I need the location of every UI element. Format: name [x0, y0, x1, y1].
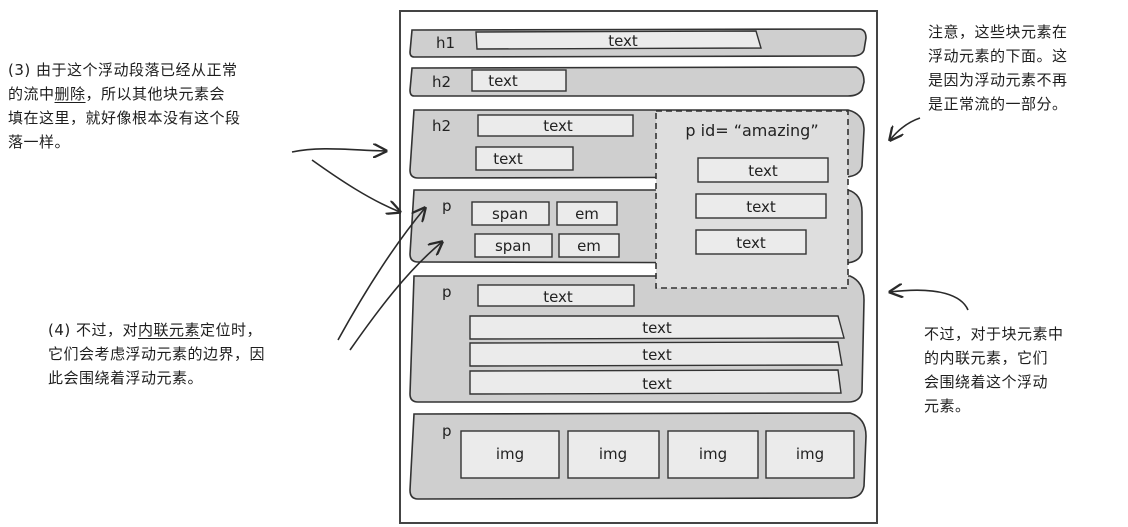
span-box-1: span	[492, 205, 528, 223]
h2-text-box-2a: text	[543, 117, 573, 135]
arrow-left-top-2	[311, 159, 400, 212]
annotation-left-bottom-line-1: (4) 不过，对内联元素定位时，	[48, 318, 265, 342]
img-box-1: img	[496, 445, 524, 463]
p2-text-line-3: text	[642, 375, 672, 393]
annotation-right-bottom-line-4: 元素。	[924, 397, 971, 415]
annotation-left-top-line-3: 填在这里，就好像根本没有这个段	[8, 109, 241, 127]
annotation-right-top: 注意，这些块元素在 浮动元素的下面。这 是因为浮动元素不再 是正常流的一部分。	[928, 20, 1068, 116]
annotation-left-bottom-line-1-post: 定位时，	[200, 321, 263, 339]
h1-block: h1 text	[409, 28, 867, 58]
h2-tag-1: h2	[432, 73, 451, 91]
img-box-3: img	[699, 445, 727, 463]
annotation-right-top-line-3: 是因为浮动元素不再	[928, 71, 1068, 89]
p2-text-line-2: text	[642, 346, 672, 364]
p-block-3: p img img img img	[409, 412, 867, 500]
p2-text-box: text	[543, 288, 573, 306]
h2-text-box-2b: text	[493, 150, 523, 168]
floated-paragraph: p id= “amazing” text text text	[655, 110, 849, 289]
img-box-2: img	[599, 445, 627, 463]
annotation-left-top-line-2-pre: 的流中	[8, 85, 55, 103]
em-box-2: em	[577, 237, 601, 255]
annotation-right-top-line-1: 注意，这些块元素在	[928, 23, 1068, 41]
annotation-right-bottom-line-3: 会围绕着这个浮动	[924, 373, 1049, 391]
annotation-left-top-underlined: 删除	[54, 85, 86, 103]
em-box-1: em	[575, 205, 599, 223]
span-box-2: span	[495, 237, 531, 255]
p-tag-2: p	[442, 283, 452, 301]
annotation-left-bottom-line-1-pre: (4) 不过，对	[48, 321, 139, 339]
annotation-left-top-line-2-post: ，所以其他块元素会	[85, 85, 226, 103]
annotation-left-bottom-underlined: 内联元素	[138, 321, 201, 339]
float-text-box-3: text	[736, 234, 766, 252]
h2-block-1: h2 text	[409, 66, 865, 97]
annotation-left-top: (3) 由于这个浮动段落已经从正常 的流中删除，所以其他块元素会 填在这里，就好…	[8, 58, 241, 154]
float-text-box-2: text	[746, 198, 776, 216]
float-label: p id= “amazing”	[685, 121, 818, 140]
annotation-left-bottom-line-2: 它们会考虑浮动元素的边界，因	[48, 345, 266, 363]
p-block-2: p text text text text	[409, 275, 865, 403]
annotation-right-top-line-2: 浮动元素的下面。这	[928, 47, 1068, 65]
p-tag-3: p	[442, 422, 452, 440]
arrow-right-top	[890, 117, 921, 140]
annotation-left-bottom-line-3: 此会围绕着浮动元素。	[48, 369, 204, 387]
annotation-right-bottom-line-1: 不过，对于块元素中	[924, 325, 1064, 343]
p-tag-1: p	[442, 197, 452, 215]
arrow-left-bottom-2	[349, 242, 442, 351]
h1-text-box: text	[608, 32, 638, 50]
annotation-right-bottom: 不过，对于块元素中 的内联元素，它们 会围绕着这个浮动 元素。	[924, 322, 1064, 418]
arrow-left-bottom-1	[337, 208, 425, 341]
annotation-left-top-line-4: 落一样。	[8, 133, 71, 151]
arrow-left-top-1	[291, 149, 386, 152]
h2-text-box-1: text	[488, 72, 518, 90]
annotation-right-bottom-line-2: 的内联元素，它们	[924, 349, 1049, 367]
annotation-left-top-line-2: 的流中删除，所以其他块元素会	[8, 82, 241, 106]
p2-text-line-1: text	[642, 319, 672, 337]
annotation-left-bottom: (4) 不过，对内联元素定位时， 它们会考虑浮动元素的边界，因 此会围绕着浮动元…	[48, 318, 265, 390]
annotation-left-top-line-1: (3) 由于这个浮动段落已经从正常	[8, 61, 238, 79]
h2-tag-2: h2	[432, 117, 451, 135]
img-box-4: img	[796, 445, 824, 463]
annotation-right-top-line-4: 是正常流的一部分。	[928, 95, 1068, 113]
arrow-right-bottom	[890, 290, 969, 311]
h1-tag: h1	[436, 34, 455, 52]
float-text-box-1: text	[748, 162, 778, 180]
